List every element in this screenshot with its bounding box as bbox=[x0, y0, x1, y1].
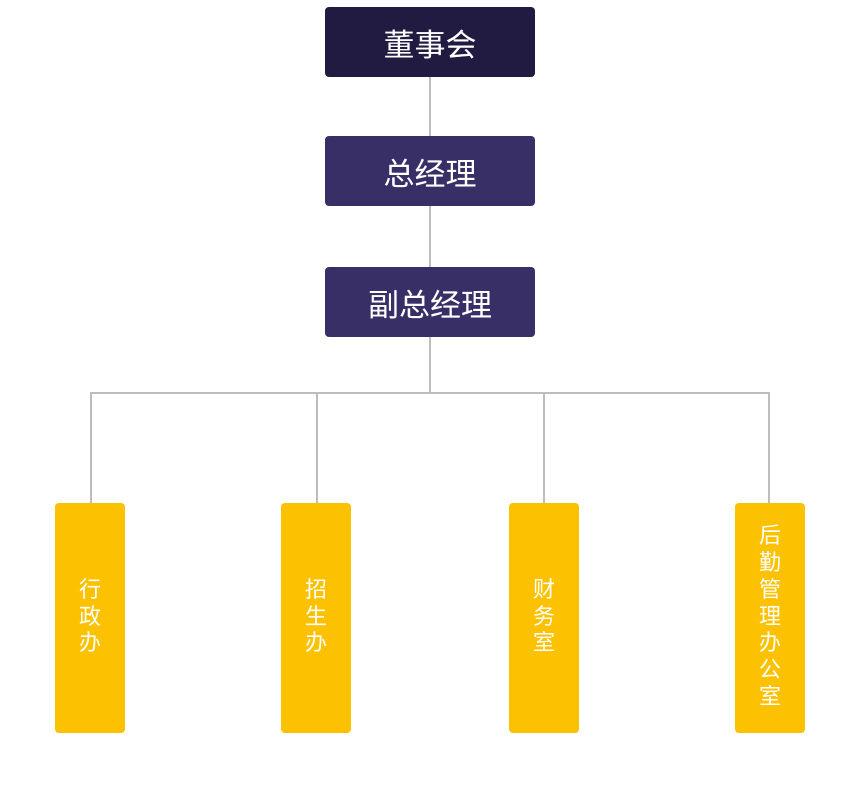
connector-board-to-gm bbox=[429, 77, 431, 136]
node-deputy-general-manager: 副总经理 bbox=[325, 267, 535, 337]
node-logistics-office: 后勤管理办公室 bbox=[735, 503, 805, 733]
node-deputy-general-manager-label: 副总经理 bbox=[368, 287, 492, 324]
connector-to-logistics-office bbox=[768, 392, 770, 503]
node-general-manager: 总经理 bbox=[325, 136, 535, 206]
connector-gm-to-deputy bbox=[429, 206, 431, 267]
node-admin-office-label: 行政办 bbox=[78, 577, 101, 657]
connector-deputy-down bbox=[429, 337, 431, 393]
connector-to-admissions-office bbox=[316, 392, 318, 503]
node-admissions-office: 招生办 bbox=[281, 503, 351, 733]
node-finance-office: 财务室 bbox=[509, 503, 579, 733]
connector-to-admin-office bbox=[90, 392, 92, 503]
connector-horizontal-bus bbox=[90, 392, 770, 394]
connector-to-finance-office bbox=[543, 392, 545, 503]
node-admin-office: 行政办 bbox=[55, 503, 125, 733]
node-general-manager-label: 总经理 bbox=[383, 156, 477, 193]
node-board-label: 董事会 bbox=[383, 27, 477, 64]
node-board: 董事会 bbox=[325, 7, 535, 77]
node-finance-office-label: 财务室 bbox=[532, 577, 555, 657]
node-logistics-office-label: 后勤管理办公室 bbox=[758, 524, 781, 711]
node-admissions-office-label: 招生办 bbox=[304, 577, 327, 657]
